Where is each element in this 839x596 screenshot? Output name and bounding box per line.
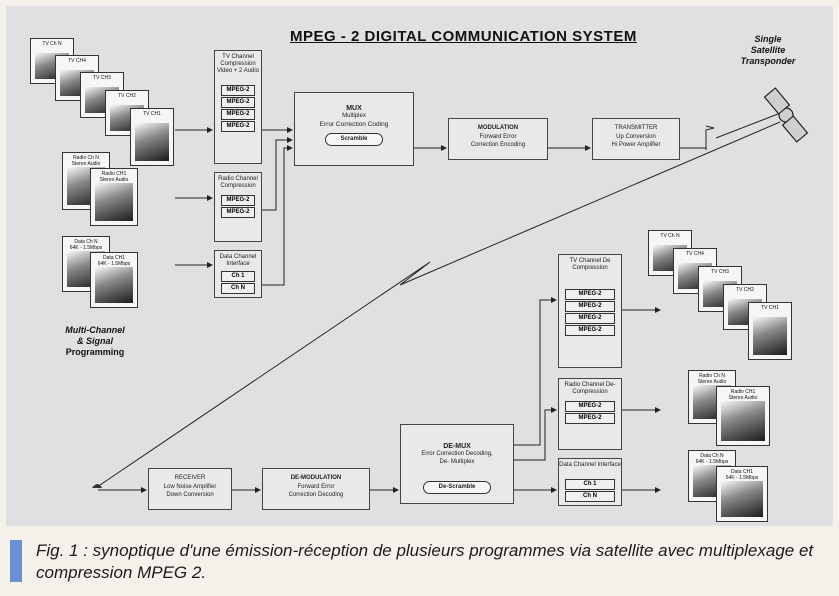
tv-output-ch1: TV CH1 [748,302,792,360]
receiver-box: RECEIVER Low Noise Amplifier Down Conver… [148,468,232,510]
transmitter-box: TRANSMITTER Up Conversion Hi Power Ampli… [592,118,680,160]
tv-source-ch-n: TV Ch N [30,38,74,84]
demux-box: DE-MUX Error Correction Decoding, De- Mu… [400,424,514,504]
receive-dish-icon [92,484,102,488]
demodulation-box: DE-MODULATION Forward Error Correction D… [262,468,370,510]
diagram-title: MPEG - 2 DIGITAL COMMUNICATION SYSTEM [290,28,637,45]
tv-source-ch1: TV CH1 [130,108,174,166]
satellite-icon [763,87,809,143]
tx-tv-compression-box: TV Channel Compression Video + 2 Audio M… [214,50,262,164]
satellite-label: Single Satellite Transponder [740,34,796,66]
scramble-pill: Scramble [325,133,383,146]
mux-box: MUX Multiplex Error Correction Coding Sc… [294,92,414,166]
programming-label: Multi-Channel & Signal Programming [65,325,125,357]
rx-radio-decompression-box: Radio Channel De- Compression MPEG-2 MPE… [558,378,622,450]
tx-data-interface-box: Data Channel Interface Ch 1 Ch N [214,250,262,298]
rx-tv-decompression-box: TV Channel De Compression MPEG-2 MPEG-2 … [558,254,622,368]
caption-bar [10,540,22,582]
descramble-pill: De-Scramble [423,481,491,494]
rx-data-interface-box: Data Channel Interface Ch 1 Ch N [558,458,622,506]
modulation-box: MODULATION Forward Error Correction Enco… [448,118,548,160]
tx-radio-compression-box: Radio Channel Compression MPEG-2 MPEG-2 [214,172,262,242]
figure-caption: Fig. 1 : synoptique d'une émission-récep… [36,541,814,582]
